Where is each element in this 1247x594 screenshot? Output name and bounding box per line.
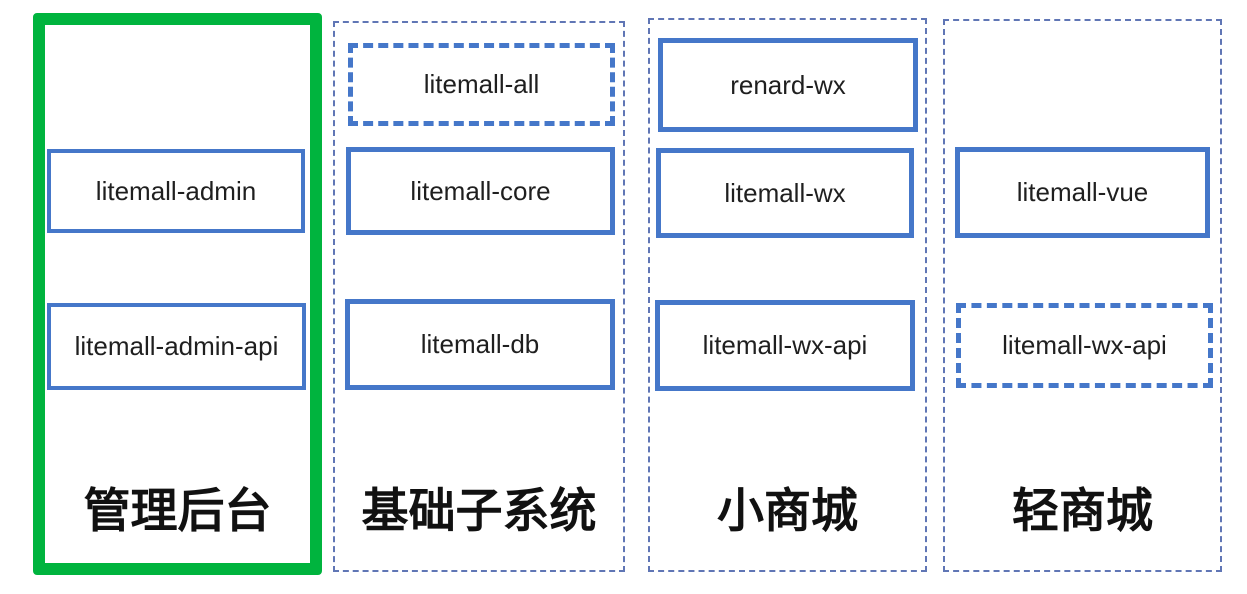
module-label: litemall-db: [420, 329, 540, 359]
module-renard-wx: renard-wx: [658, 38, 918, 132]
module-litemall-wx: litemall-wx: [656, 148, 914, 238]
module-litemall-all: litemall-all: [348, 43, 615, 126]
module-label: litemall-admin-api: [74, 331, 279, 361]
module-litemall-admin-api: litemall-admin-api: [47, 303, 306, 390]
module-label: litemall-admin: [95, 175, 257, 206]
group-title-base-subsystem: 基础子系统: [361, 484, 597, 537]
group-title-admin-backend: 管理后台: [83, 484, 272, 537]
group-admin-backend: litemall-admin litemall-admin-api 管理后台: [33, 13, 322, 575]
module-label: litemall-core: [410, 175, 551, 206]
group-light-mall: litemall-vue litemall-wx-api 轻商城: [943, 19, 1222, 572]
group-small-mall: renard-wx litemall-wx litemall-wx-api 小商…: [648, 18, 927, 572]
module-label: litemall-wx-api: [702, 330, 868, 360]
group-base-subsystem: litemall-all litemall-core litemall-db 基…: [333, 21, 625, 572]
module-label: renard-wx: [730, 69, 846, 100]
group-title-light-mall: 轻商城: [1012, 484, 1153, 537]
module-litemall-db: litemall-db: [345, 299, 615, 390]
module-label: litemall-wx-api: [1002, 330, 1167, 360]
module-litemall-vue: litemall-vue: [955, 147, 1210, 238]
group-title-small-mall: 小商城: [717, 484, 858, 537]
module-label: litemall-all: [423, 69, 540, 99]
module-label: litemall-wx: [724, 177, 846, 208]
module-litemall-wx-api: litemall-wx-api: [655, 300, 915, 391]
module-label: litemall-vue: [1016, 177, 1149, 207]
module-litemall-core: litemall-core: [346, 147, 615, 235]
module-litemall-admin: litemall-admin: [47, 149, 305, 233]
module-litemall-wx-api-light: litemall-wx-api: [956, 303, 1213, 388]
